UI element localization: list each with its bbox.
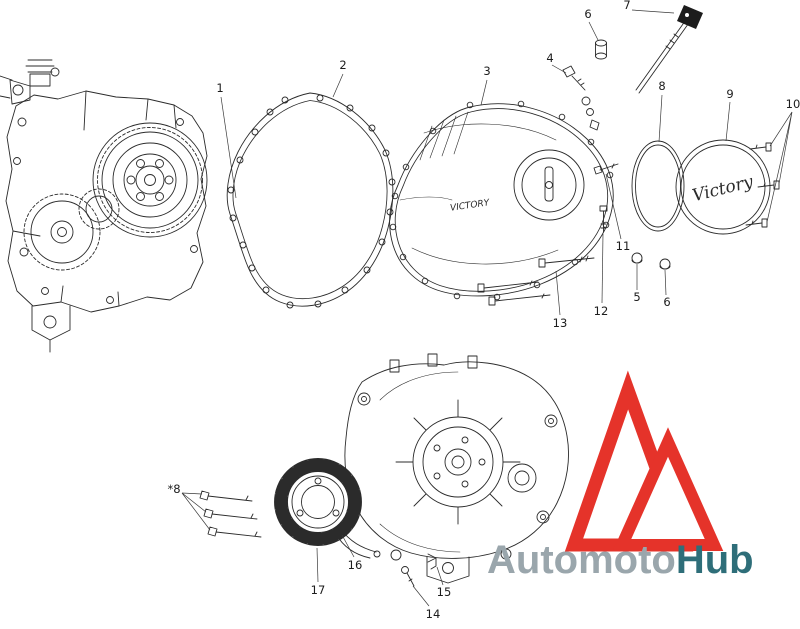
leader-lines: [181, 9, 793, 607]
part-label-10: 10: [785, 97, 800, 111]
part-label-13: 13: [552, 316, 568, 330]
part-label-9: 9: [726, 87, 734, 101]
oring-drawing: [631, 140, 685, 232]
watermark-wordmark: AutomotoHub: [487, 540, 754, 580]
stator-bolts-drawing: [199, 490, 262, 538]
part-label-14: 14: [425, 607, 441, 621]
part-label-11: 11: [615, 239, 631, 253]
part-label-8: 8: [658, 79, 666, 93]
watermark-text-teal: Hub: [675, 538, 754, 582]
part-label-4: 4: [546, 51, 554, 65]
part-label-2: 2: [339, 58, 347, 72]
part-label-7: 7: [623, 0, 631, 12]
part-label-12: 12: [593, 304, 609, 318]
primary-cover-logo-text: VICTORY: [449, 198, 491, 214]
primary-cover-drawing: VICTORY: [389, 100, 614, 301]
watermark-logo: [564, 370, 724, 552]
gasket-drawing: [226, 92, 396, 309]
engine-assembly-drawing: [0, 59, 208, 353]
round-cover-script-text: Victory: [690, 172, 755, 206]
bottom-case-drawing: [344, 353, 569, 584]
round-cover-drawing: Victory: [675, 139, 771, 235]
part-label-5: 5: [633, 290, 641, 304]
stator-drawing: [274, 458, 381, 559]
part-label-1: 1: [216, 81, 224, 95]
part-label-6: 6: [584, 7, 592, 21]
part-label-16: 16: [347, 558, 363, 572]
part-label-8: *8: [167, 482, 181, 496]
part-label-6: 6: [663, 295, 671, 309]
hardware-drawings: [477, 5, 780, 306]
watermark-right-triangle: [612, 427, 724, 551]
part-label-17: 17: [310, 583, 326, 597]
clip-and-bolt-drawing: [401, 553, 437, 587]
part-label-15: 15: [436, 585, 452, 599]
watermark-text-gray: Automoto: [487, 538, 676, 582]
part-label-3: 3: [483, 64, 491, 78]
dipstick-handle: [677, 5, 703, 29]
